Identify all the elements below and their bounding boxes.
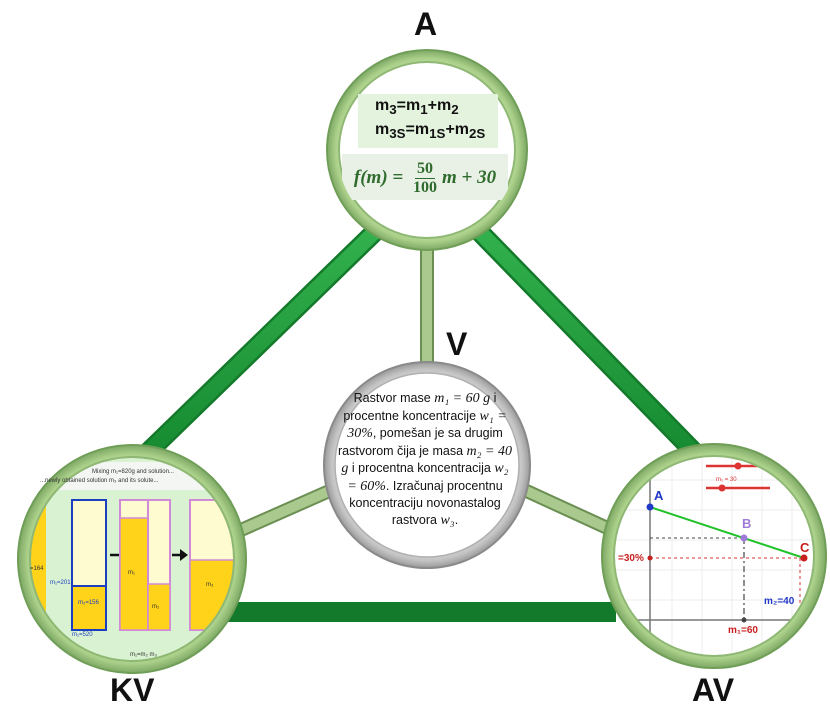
- slider-label: m₁ = 30: [716, 477, 737, 483]
- solute-sum-formula: m3S=m1S+m2S: [375, 121, 486, 142]
- node-a-label: A: [414, 6, 438, 42]
- bars-subtitle: ...newly obtained solution m₃ and its so…: [40, 478, 159, 484]
- mass-sum-formula: m3=m1+m2: [375, 97, 459, 118]
- node-av: [601, 443, 827, 669]
- node-v-label: V: [446, 326, 468, 362]
- m1-label: m₁=60: [728, 625, 758, 636]
- point-c-label: C: [800, 540, 810, 555]
- mass-formulas: m3=m1+m2 m3S=m1S+m2S: [365, 96, 501, 144]
- inner-spokes: [229, 238, 619, 541]
- point-a-label: A: [654, 488, 664, 503]
- bars-bottom: m₁=m₂ m₃: [130, 652, 158, 658]
- bar1-label: m₁=201: [50, 580, 71, 586]
- graph-labels: A B C =30% m₁ = 30 m₂=40 m₁=60: [618, 477, 810, 636]
- m2-label: m₂=40: [764, 596, 795, 607]
- bars-side: =164: [30, 566, 44, 572]
- bar1-inner-label: m₂=156: [78, 600, 100, 606]
- node-a: [326, 49, 528, 251]
- bars-title: Mixing m₁=820g and solution...: [92, 469, 174, 475]
- node-v: [323, 361, 531, 569]
- w1-label: =30%: [618, 553, 644, 564]
- bar1-bottom-label: m₁=520: [72, 632, 93, 638]
- bar3-label: m₃: [206, 582, 214, 588]
- problem-statement: Rastvor mase m₁ = 60 g i procentne konce…: [338, 391, 512, 528]
- node-av-label: AV: [692, 672, 735, 708]
- bar-labels: Mixing m₁=820g and solution... ...newly …: [30, 469, 214, 658]
- triangle-edges: [130, 212, 710, 622]
- node-kv: [17, 444, 247, 674]
- bar2b-label: m₂: [152, 604, 160, 610]
- bar2-label: m₁: [128, 570, 135, 576]
- node-kv-label: KV: [110, 672, 155, 708]
- point-b-label: B: [742, 516, 751, 531]
